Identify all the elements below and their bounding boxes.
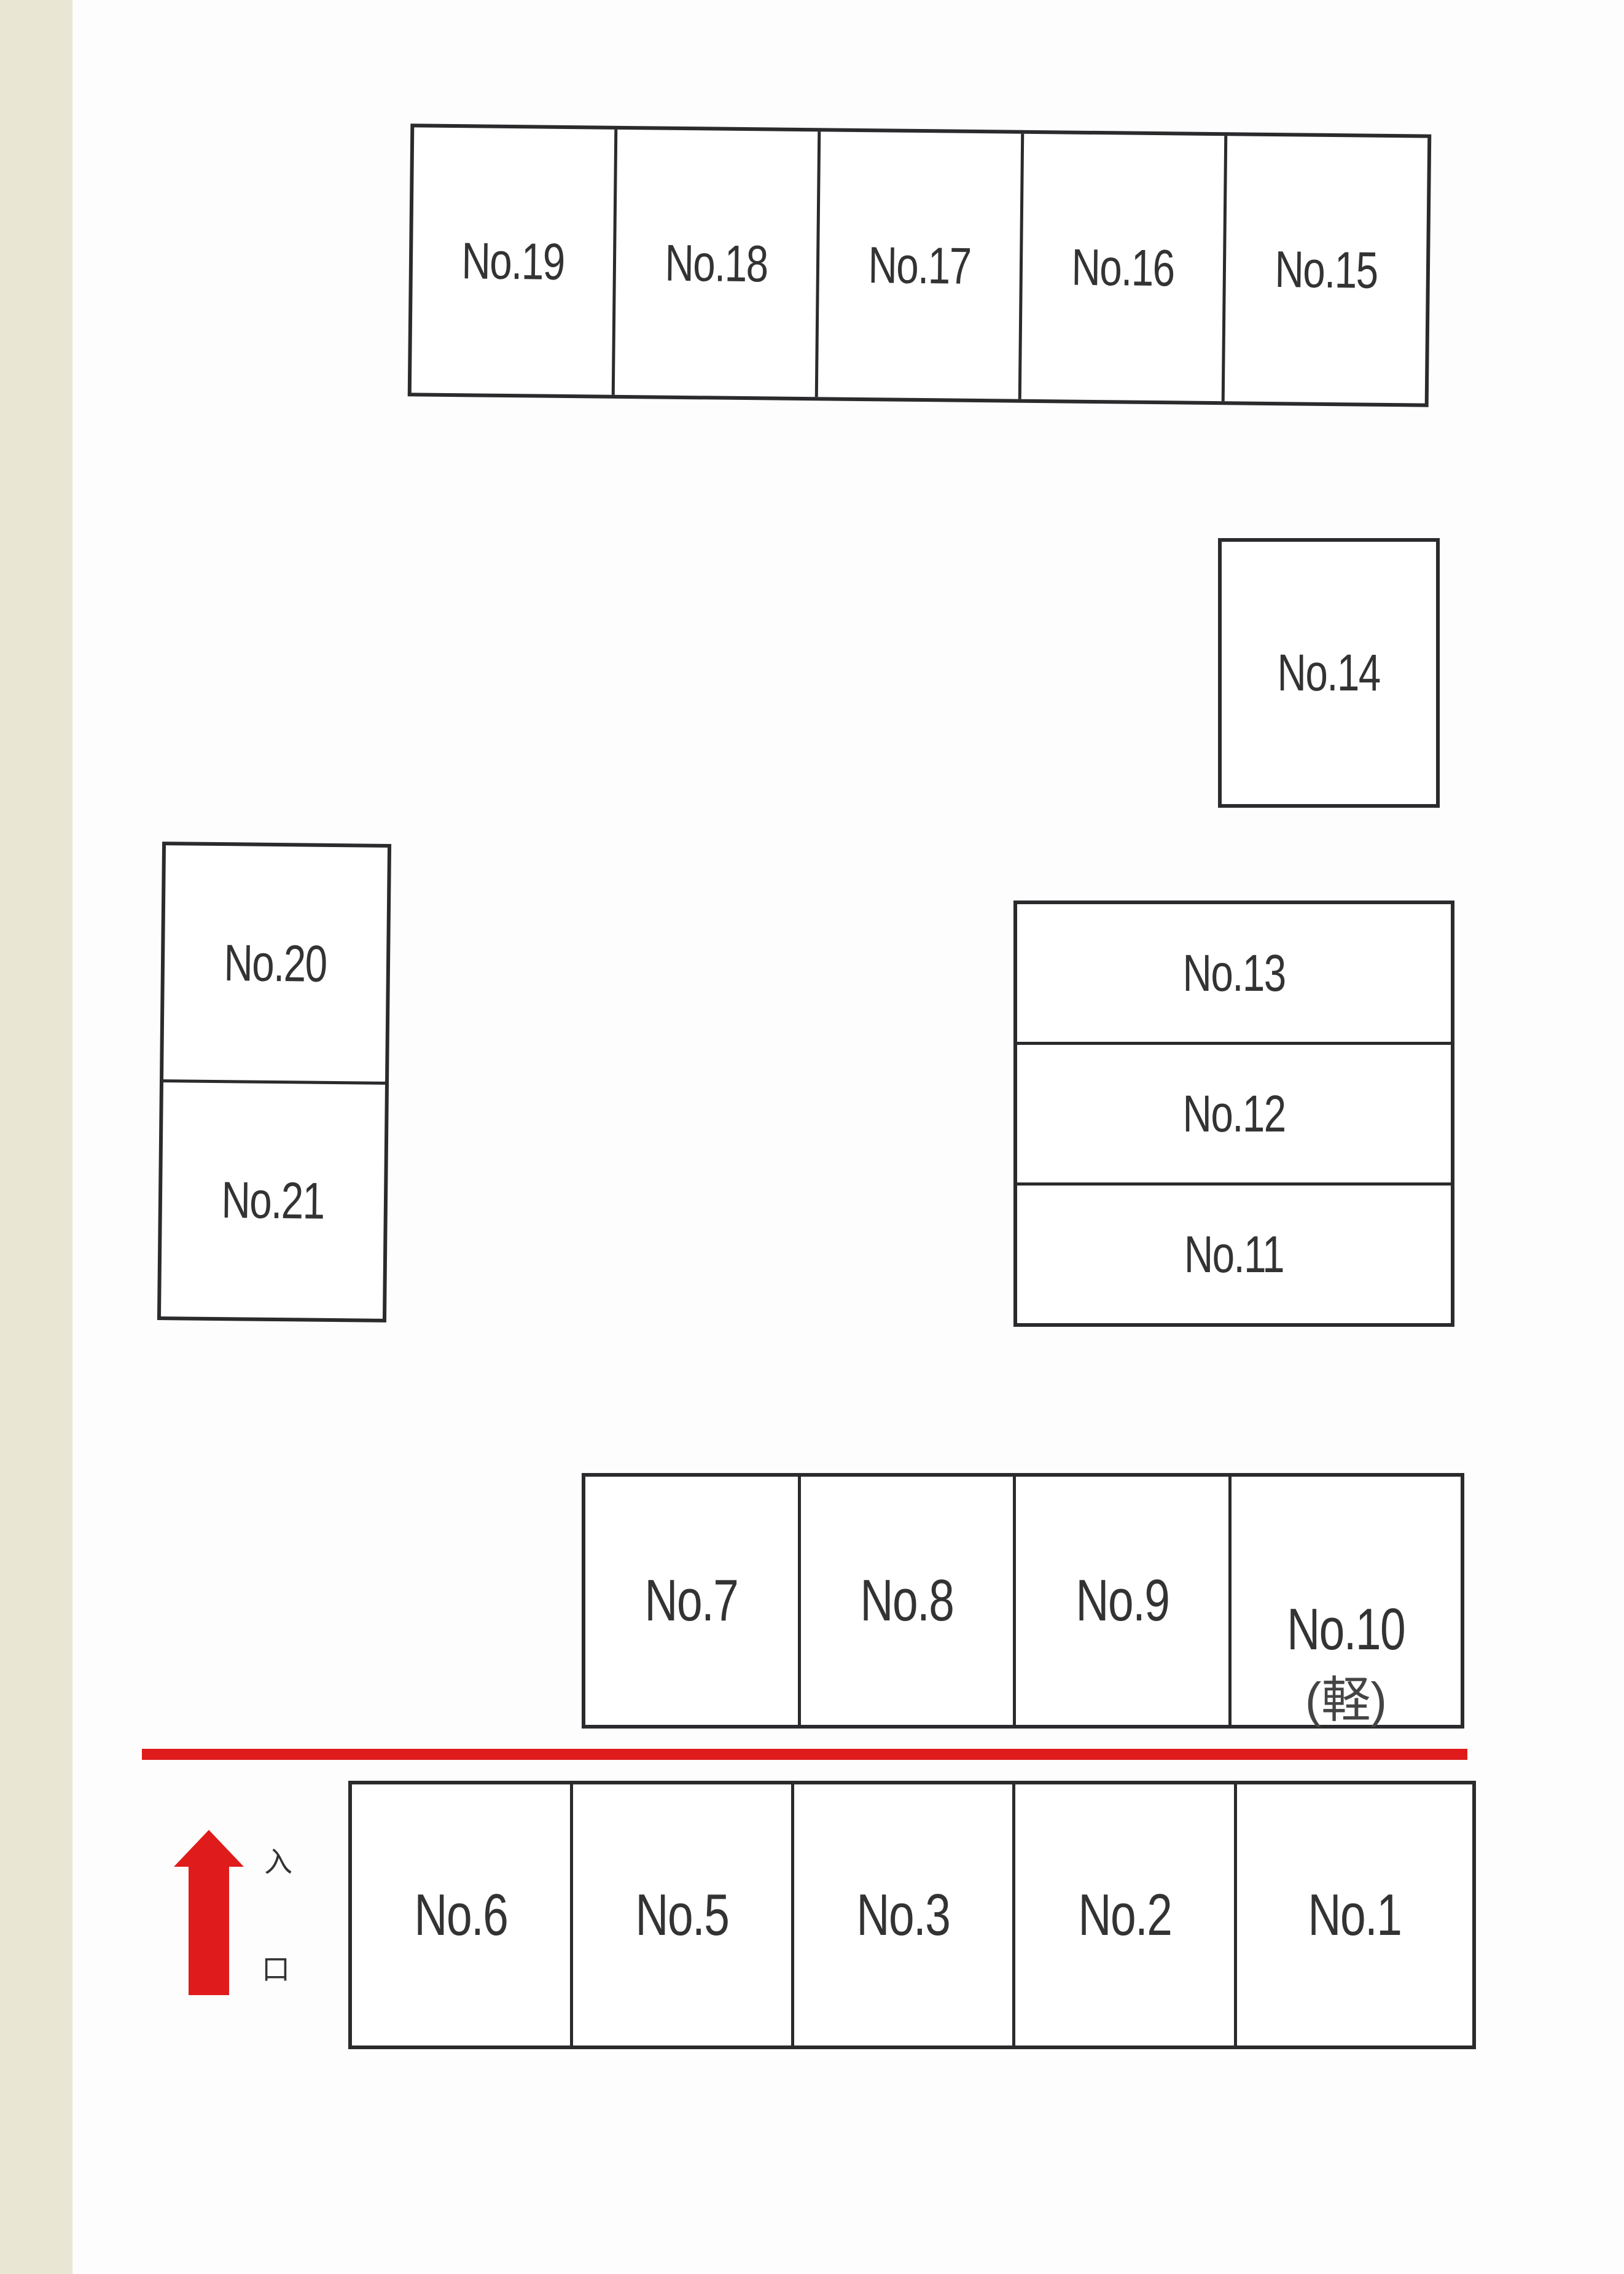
spot-18[interactable]: No.18 bbox=[611, 129, 818, 397]
entrance-arrow-up-icon bbox=[174, 1830, 244, 1995]
spot-label: No.7 bbox=[644, 1568, 739, 1633]
spot-9[interactable]: No.9 bbox=[1013, 1477, 1228, 1725]
spot-11[interactable]: No.11 bbox=[1017, 1182, 1451, 1323]
entrance-label-char-2: 口 bbox=[262, 1953, 290, 1985]
lot-left-stack: No.20 No.21 bbox=[157, 842, 392, 1323]
spot-14[interactable]: No.14 bbox=[1222, 542, 1436, 804]
spot-label: No.16 bbox=[1071, 238, 1174, 297]
spot-20[interactable]: No.20 bbox=[163, 845, 388, 1082]
red-boundary-line bbox=[142, 1749, 1467, 1760]
spot-label: No.13 bbox=[1182, 944, 1286, 1002]
spot-6[interactable]: No.6 bbox=[352, 1784, 570, 2045]
spot-label: No.21 bbox=[221, 1171, 325, 1230]
spot-label: No.8 bbox=[860, 1568, 954, 1633]
spot-label: No.12 bbox=[1182, 1084, 1286, 1143]
spot-label: No.14 bbox=[1277, 644, 1381, 701]
spot-16[interactable]: No.16 bbox=[1018, 133, 1225, 402]
lot-right-stack: No.13 No.12 No.11 bbox=[1013, 901, 1454, 1327]
spot-5[interactable]: No.5 bbox=[570, 1784, 791, 2045]
lot-top-row: No.19 No.18 No.17 No.16 No.15 bbox=[407, 123, 1432, 407]
spot-2[interactable]: No.2 bbox=[1012, 1784, 1233, 2045]
spot-label: No.17 bbox=[867, 235, 972, 295]
entrance-label-char-1: 入 bbox=[264, 1846, 292, 1878]
spot-label: No.5 bbox=[635, 1881, 730, 1948]
spot-1[interactable]: No.1 bbox=[1233, 1784, 1473, 2045]
spot-label: No.11 bbox=[1184, 1225, 1285, 1283]
spot-8[interactable]: No.8 bbox=[797, 1477, 1013, 1725]
spot-12[interactable]: No.12 bbox=[1017, 1042, 1451, 1182]
kei-note: (軽) bbox=[1305, 1673, 1388, 1727]
lot-bottom-row: No.6 No.5 No.3 No.2 No.1 bbox=[348, 1781, 1476, 2049]
spot-17[interactable]: No.17 bbox=[814, 131, 1021, 399]
spot-label: No.1 bbox=[1308, 1881, 1402, 1948]
spot-label: No.10 bbox=[1287, 1596, 1406, 1662]
spot-label: No.19 bbox=[461, 231, 565, 291]
spot-21[interactable]: No.21 bbox=[160, 1079, 386, 1319]
spot-label: No.15 bbox=[1274, 240, 1378, 299]
spot-label: No.3 bbox=[856, 1881, 951, 1948]
spot-15[interactable]: No.15 bbox=[1221, 136, 1428, 404]
spot-label: No.6 bbox=[414, 1881, 509, 1948]
spot-19[interactable]: No.19 bbox=[412, 127, 615, 394]
lot-middle-row: No.7 No.8 No.9 No.10 (軽) bbox=[582, 1473, 1464, 1729]
spot-label: No.18 bbox=[665, 233, 768, 292]
spot-label: No.9 bbox=[1076, 1568, 1169, 1633]
spot-13[interactable]: No.13 bbox=[1017, 904, 1451, 1042]
spot-label: No.2 bbox=[1077, 1881, 1172, 1948]
lot-14: No.14 bbox=[1218, 538, 1440, 808]
spot-10[interactable]: No.10 (軽) bbox=[1228, 1477, 1461, 1725]
spot-label: No.20 bbox=[224, 934, 327, 993]
spot-7[interactable]: No.7 bbox=[585, 1477, 798, 1725]
spot-3[interactable]: No.3 bbox=[791, 1784, 1012, 2045]
